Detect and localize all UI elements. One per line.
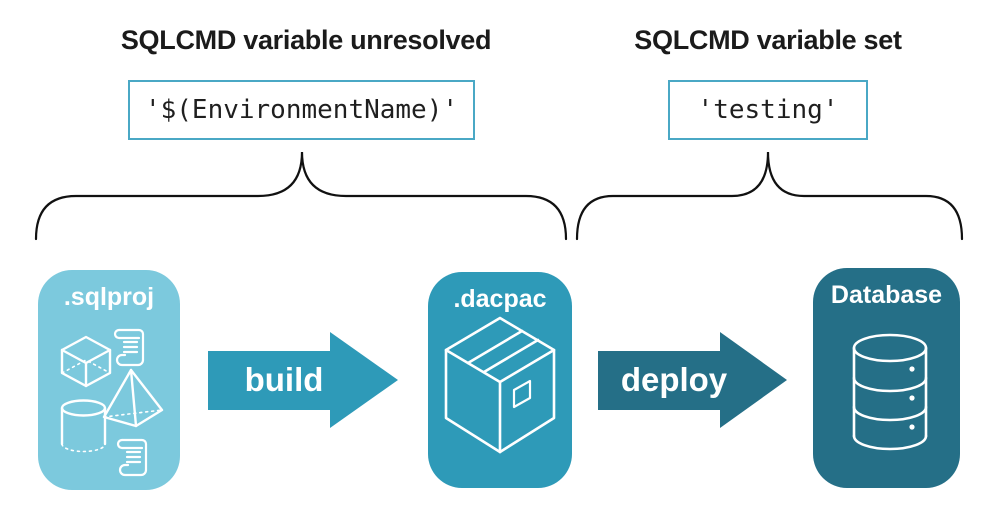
deploy-arrow-label: deploy	[620, 361, 728, 398]
database-label: Database	[830, 281, 943, 309]
script-scroll-icon	[113, 328, 145, 367]
build-arrow-label: build	[244, 361, 324, 398]
heading-sqlcmd-set: SQLCMD variable set	[634, 25, 902, 55]
package-box-icon	[444, 316, 556, 454]
stage-card-database: Database	[813, 268, 960, 488]
code-box-testing-value: 'testing'	[668, 80, 868, 140]
stage-card-dacpac: .dacpac	[428, 272, 572, 488]
right-curly-brace	[575, 151, 964, 241]
database-cylinder-icon	[852, 333, 928, 451]
testing-value: 'testing'	[697, 95, 839, 125]
code-box-environment-variable: '$(EnvironmentName)'	[128, 80, 475, 140]
sql-objects-icons	[60, 328, 164, 477]
heading-sqlcmd-unresolved: SQLCMD variable unresolved	[120, 25, 492, 55]
sqlproj-label: .sqlproj	[63, 283, 155, 311]
cube-icon	[60, 335, 112, 388]
stage-card-sqlproj: .sqlproj	[38, 270, 180, 490]
left-curly-brace	[34, 151, 568, 241]
environment-variable-value: '$(EnvironmentName)'	[144, 95, 459, 125]
cylinder-icon	[60, 399, 107, 453]
dacpac-label: .dacpac	[453, 285, 547, 313]
deploy-arrow	[598, 332, 787, 428]
script-scroll-icon	[116, 438, 148, 477]
build-arrow	[208, 332, 398, 428]
pyramid-icon	[102, 368, 164, 428]
